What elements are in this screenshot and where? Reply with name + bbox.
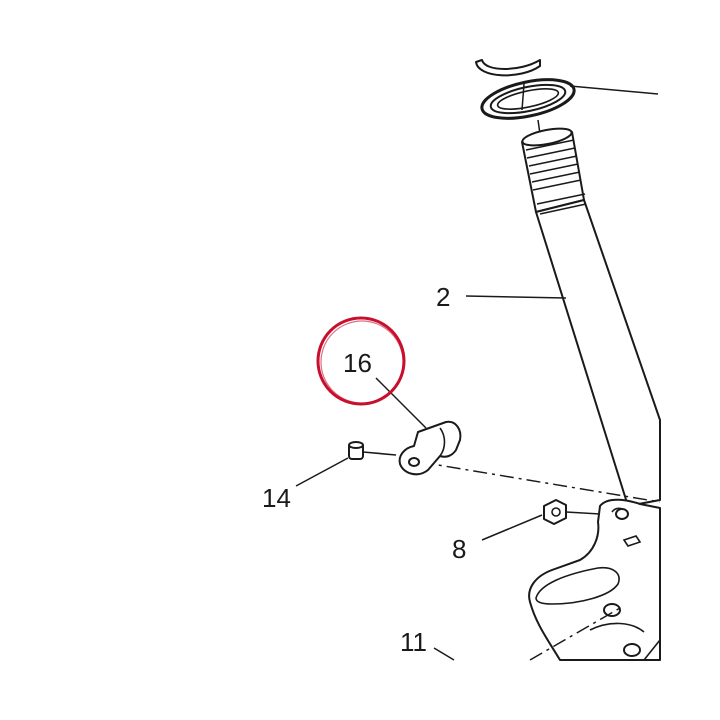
callout-14-leader xyxy=(295,457,349,487)
callout-16-leader xyxy=(375,377,427,429)
callout-8: 8 xyxy=(452,534,466,564)
assembly-axis-line xyxy=(419,461,661,503)
seal-ring xyxy=(480,78,576,120)
screw-part xyxy=(348,441,397,460)
fork-tube xyxy=(521,127,661,507)
seal-ring-leader xyxy=(569,85,659,95)
callout-14: 14 xyxy=(262,483,291,513)
callout-11-leader xyxy=(433,647,455,661)
bracket-part xyxy=(398,420,462,476)
crop-mask-bottom xyxy=(0,661,720,720)
callout-2-leader xyxy=(465,295,567,299)
fork-lower-leg xyxy=(528,498,661,661)
crop-mask xyxy=(661,0,720,720)
callout-8-leader xyxy=(481,514,543,541)
callout-2: 2 xyxy=(436,282,450,312)
nut-part xyxy=(543,499,601,525)
top-ring-partial xyxy=(475,59,541,77)
callout-16: 16 xyxy=(343,348,372,378)
callout-11: 11 xyxy=(400,627,427,657)
lower-leg-axis-line xyxy=(529,607,621,661)
highlight-circle xyxy=(316,316,406,406)
